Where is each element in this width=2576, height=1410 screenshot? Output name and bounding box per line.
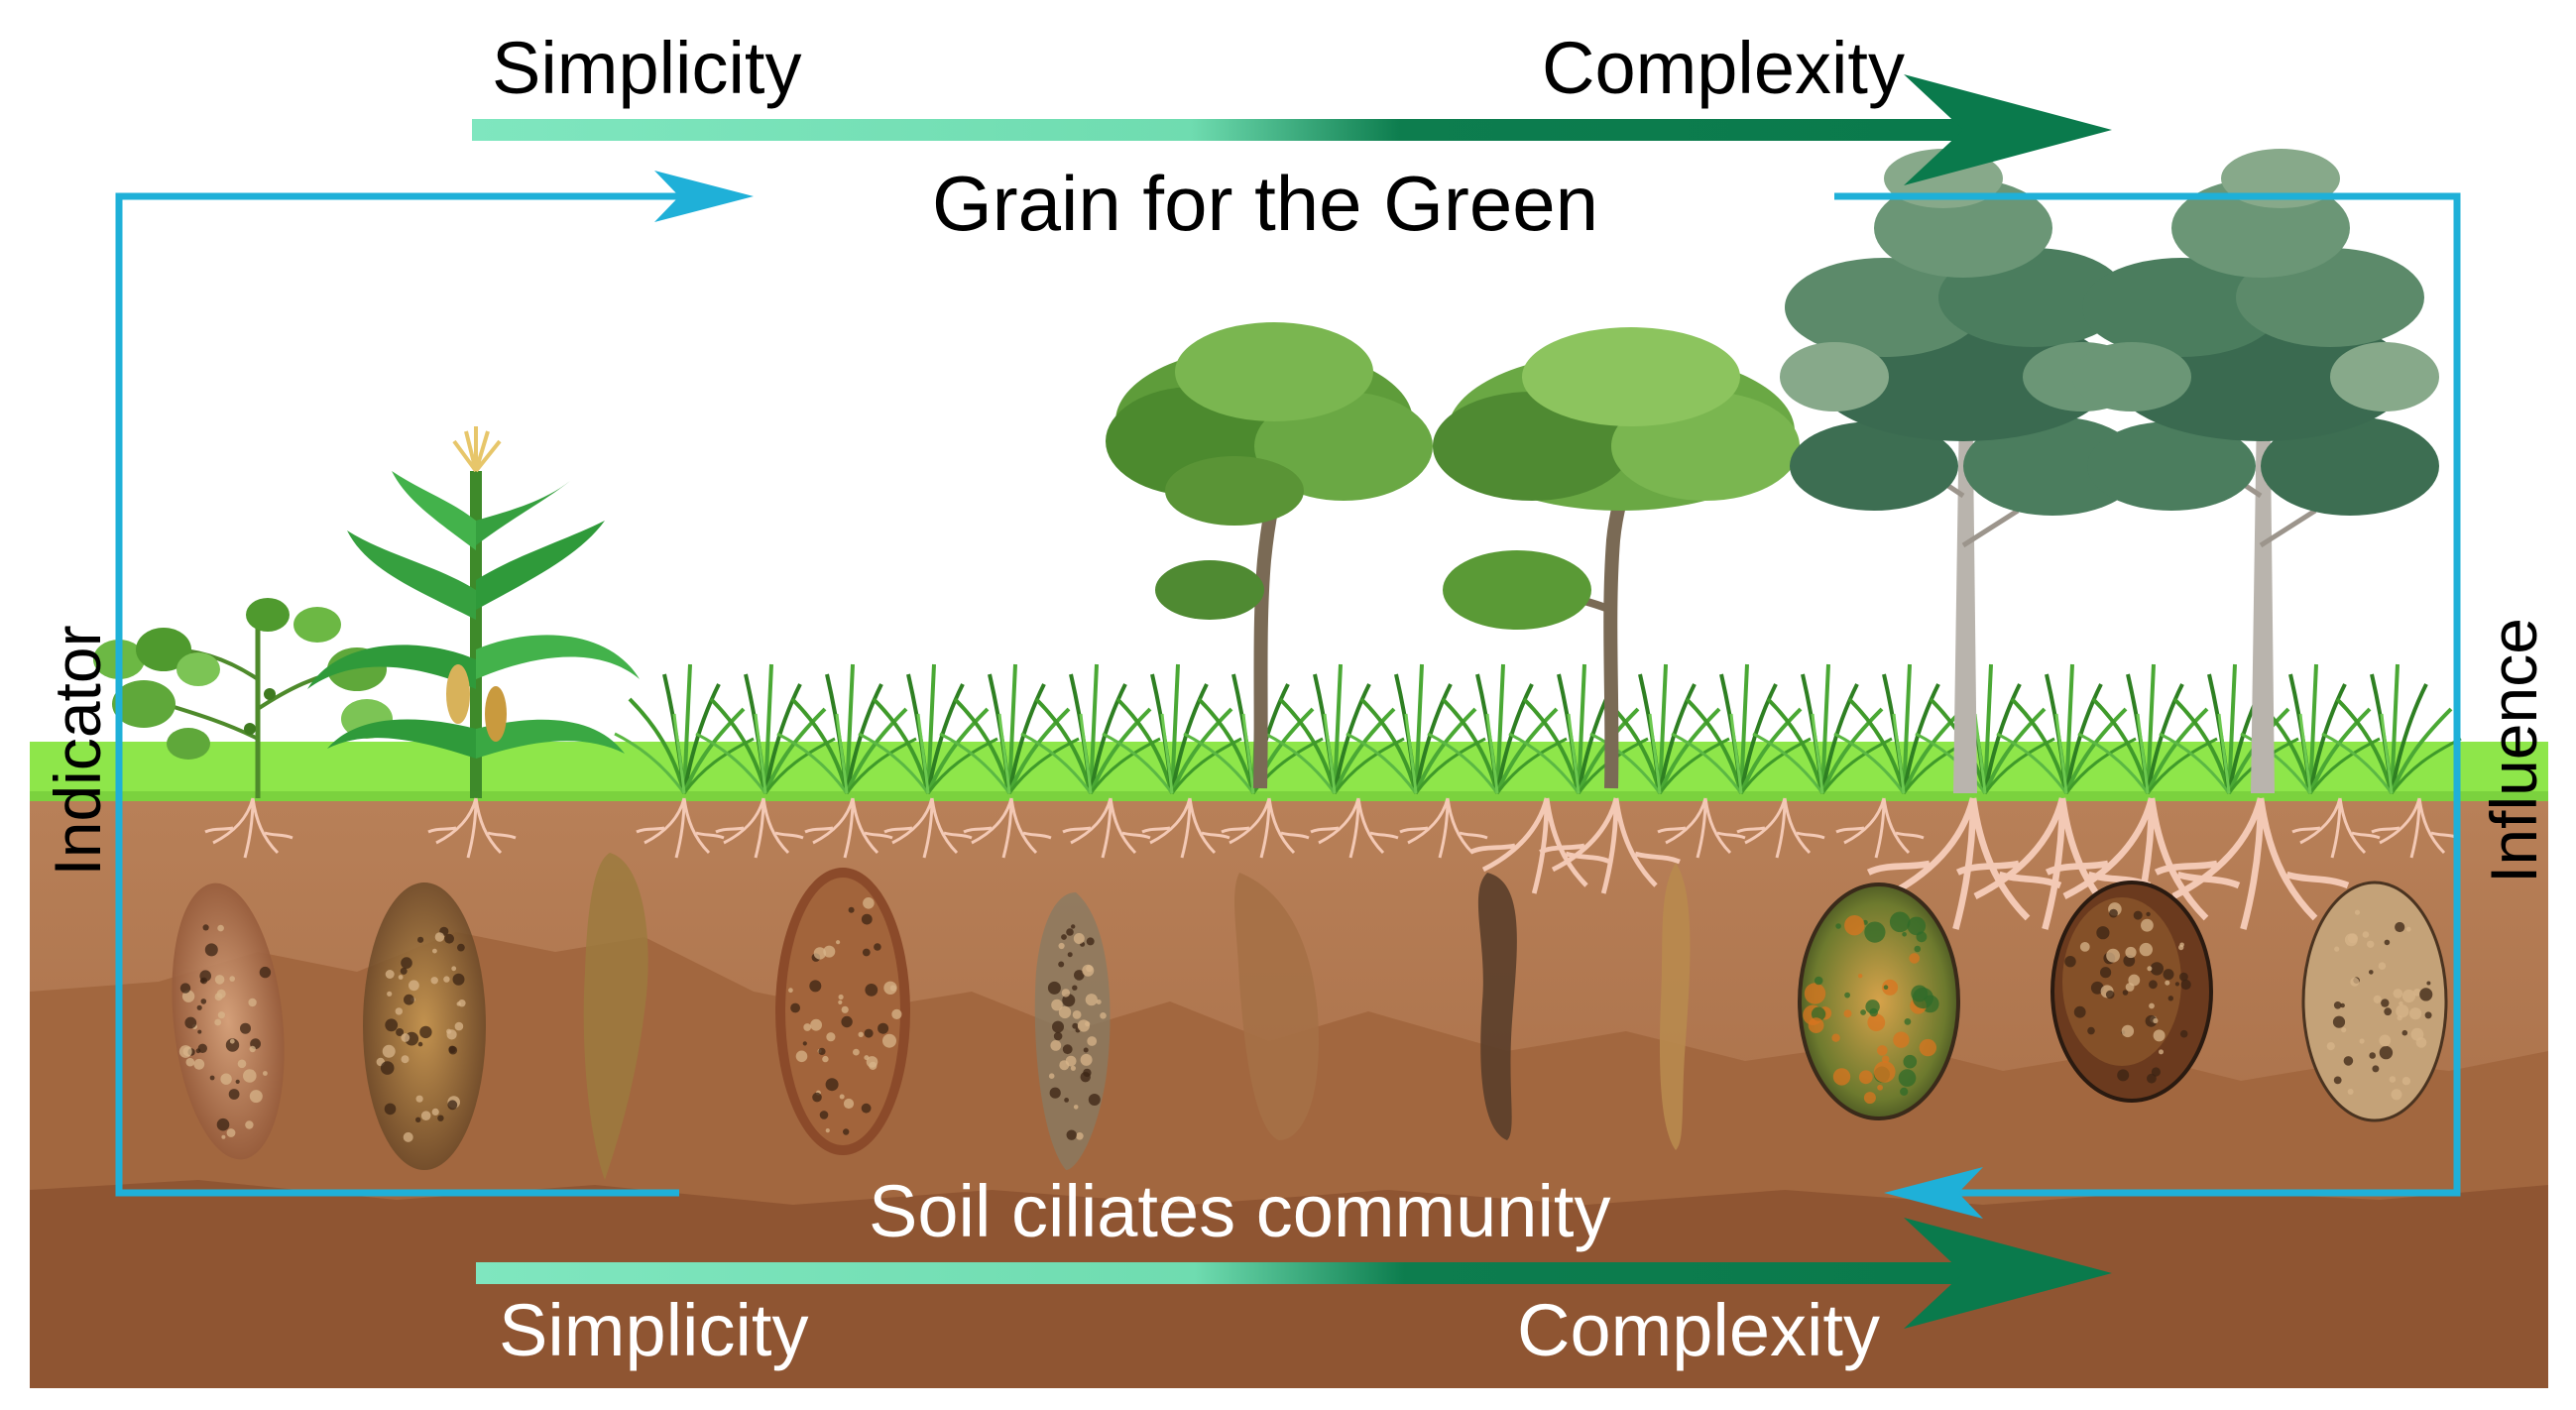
seedling-icon xyxy=(93,598,393,798)
top-complexity-label: Complexity xyxy=(1542,27,1905,109)
bottom-gradient-arrow xyxy=(476,1218,2112,1329)
pine-tree-icon xyxy=(2072,149,2439,793)
loop-arrowhead-top xyxy=(654,171,754,222)
broadleaf-tree-icon xyxy=(1106,322,1433,789)
diagram-title: Grain for the Green xyxy=(932,160,1598,247)
top-simplicity-label: Simplicity xyxy=(492,27,802,109)
ciliate-cell-icon xyxy=(583,853,648,1180)
loop-arrowhead-bottom xyxy=(1884,1167,1983,1219)
bottom-simplicity-label: Simplicity xyxy=(499,1289,809,1371)
bottom-complexity-label: Complexity xyxy=(1517,1289,1880,1371)
corn-plant-icon xyxy=(307,426,640,798)
ciliate-cell-icon xyxy=(1234,873,1319,1140)
indicator-label: Indicator xyxy=(41,625,114,877)
broadleaf-tree-icon xyxy=(1433,327,1800,789)
feedback-loop-arrow xyxy=(115,192,2461,1197)
pine-tree-icon xyxy=(1780,149,2142,793)
ciliate-cell-icon xyxy=(1659,863,1691,1150)
ciliate-cell-icon xyxy=(1477,873,1517,1140)
community-label: Soil ciliates community xyxy=(869,1170,1611,1252)
influence-label: Influence xyxy=(2477,618,2550,883)
top-gradient-arrow xyxy=(472,74,2112,185)
ciliate-cell-icon xyxy=(2050,881,2213,1103)
ciliate-cell-icon xyxy=(1798,882,1960,1120)
